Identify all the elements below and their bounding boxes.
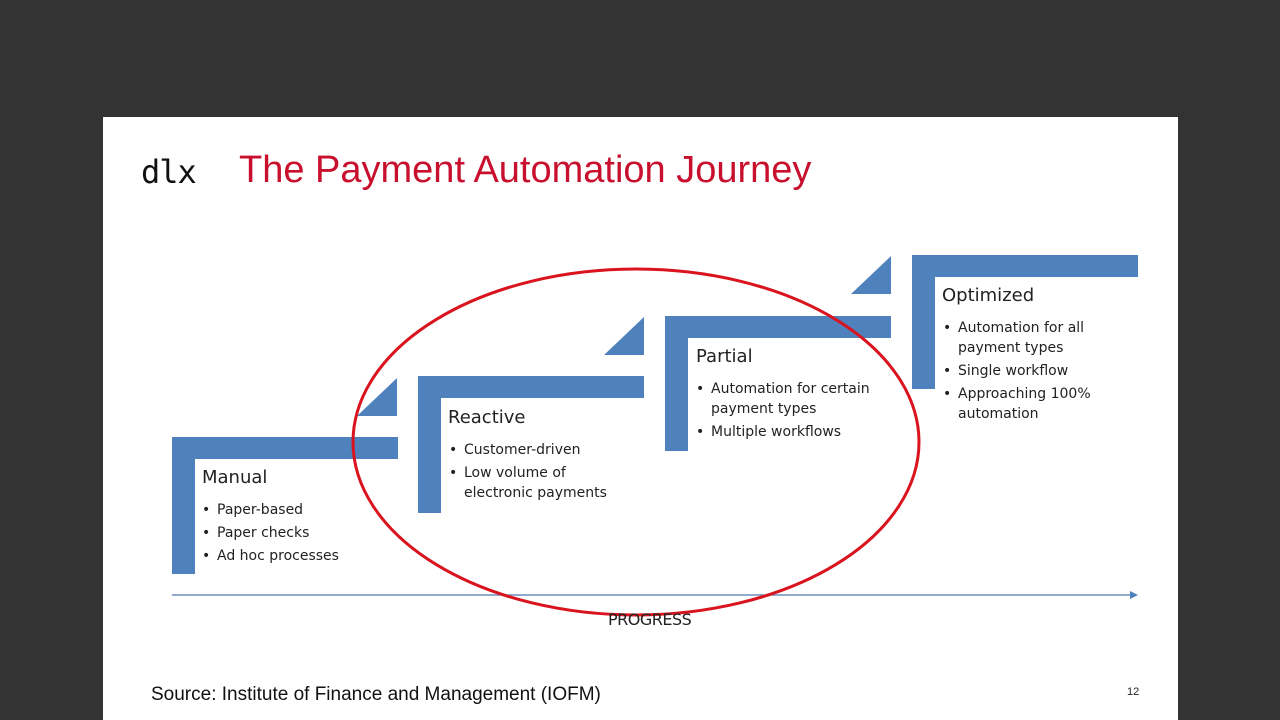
progress-axis-and-highlight	[172, 267, 1138, 617]
stage-title-reactive: Reactive	[448, 407, 526, 428]
slide: dlx The Payment Automation Journey Manua…	[103, 117, 1178, 720]
optimized-bullets: Automation for all payment types Single …	[943, 318, 1113, 427]
bullet-item: Automation for certain payment types	[696, 379, 881, 419]
partial-top-bar	[665, 316, 891, 338]
manual-bullets: Paper-based Paper checks Ad hoc processe…	[202, 500, 372, 569]
bullet-item: Multiple workflows	[696, 422, 881, 442]
reactive-bullets: Customer-driven Low volume of electronic…	[449, 440, 619, 506]
dlx-logo: dlx	[141, 153, 197, 191]
reactive-left-bar	[418, 376, 441, 513]
bullet-item: Automation for all payment types	[943, 318, 1113, 358]
step-arrow-icon	[604, 317, 644, 355]
highlight-ellipse	[351, 267, 921, 617]
source-citation: Source: Institute of Finance and Managem…	[151, 684, 601, 705]
slide-title: The Payment Automation Journey	[239, 149, 812, 191]
bullet-item: Single workflow	[943, 361, 1113, 381]
partial-bullets: Automation for certain payment types Mul…	[696, 379, 881, 445]
step-arrow-icon	[851, 256, 891, 294]
bullet-item: Approaching 100% automation	[943, 384, 1113, 424]
optimized-left-bar	[912, 255, 935, 389]
partial-left-bar	[665, 316, 688, 451]
stage-title-manual: Manual	[202, 467, 268, 488]
bullet-item: Paper-based	[202, 500, 372, 520]
stage-title-optimized: Optimized	[942, 285, 1035, 306]
page-number: 12	[1127, 686, 1140, 698]
axis-arrowhead-icon	[1130, 591, 1138, 599]
reactive-top-bar	[418, 376, 644, 398]
stage-title-partial: Partial	[696, 346, 753, 367]
progress-axis-label: PROGRESS	[608, 610, 692, 629]
bullet-item: Low volume of electronic payments	[449, 463, 619, 503]
bullet-item: Customer-driven	[449, 440, 619, 460]
manual-top-bar	[172, 437, 398, 459]
manual-left-bar	[172, 437, 195, 574]
bullet-item: Paper checks	[202, 523, 372, 543]
bullet-item: Ad hoc processes	[202, 546, 372, 566]
optimized-top-bar	[912, 255, 1138, 277]
